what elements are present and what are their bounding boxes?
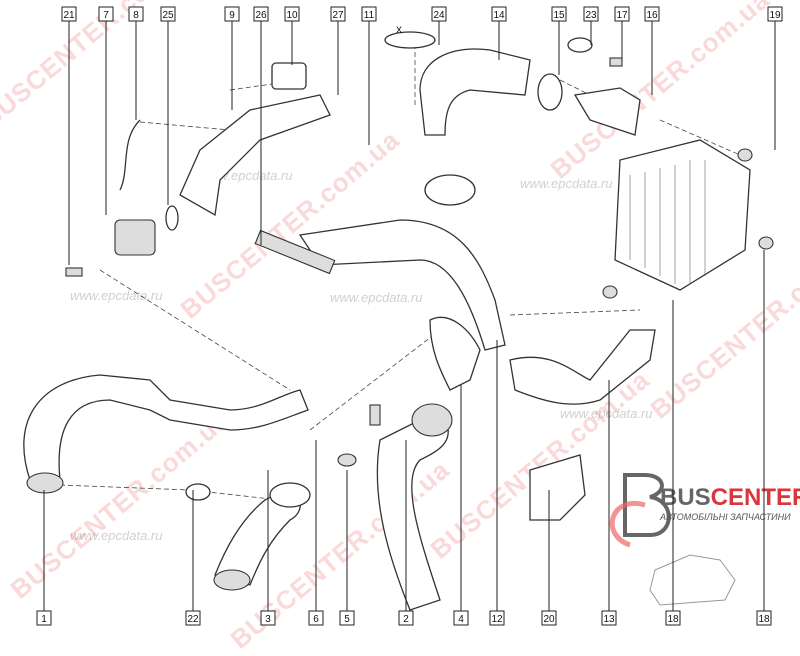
callout-number: 25 (162, 10, 174, 21)
clamp-11 (424, 174, 476, 206)
callout-number: 13 (603, 614, 615, 625)
callout-13: 13 (601, 610, 617, 626)
callout-number: 19 (769, 10, 781, 21)
callout-number: 1 (41, 614, 47, 625)
grommet-18b (602, 285, 618, 299)
grommet-18 (758, 236, 774, 250)
callout-18: 18 (756, 610, 772, 626)
callout-number: 27 (332, 10, 344, 21)
buscenter-logo: BUSCENTER АВТОМОБІЛЬНІ ЗАПЧАСТИНИ (609, 473, 800, 606)
callout-number: 11 (364, 10, 375, 21)
callout-22: 22 (185, 610, 201, 626)
grommet-5 (337, 453, 357, 467)
intake-14 (419, 48, 531, 136)
intercooler (614, 139, 751, 291)
callout-number: 26 (255, 10, 267, 21)
hose-13 (509, 329, 656, 405)
callout-6: 6 (308, 610, 324, 626)
callout-number: 5 (344, 614, 350, 625)
callout-9: 9 (224, 6, 240, 22)
hose-1 (23, 374, 309, 481)
callout-number: 9 (229, 10, 235, 21)
callout-number: 8 (133, 10, 139, 21)
callout-number: 20 (543, 614, 555, 625)
logo-tagline: АВТОМОБІЛЬНІ ЗАПЧАСТИНИ (659, 512, 791, 522)
callout-26: 26 (253, 6, 269, 22)
sensor-16 (573, 87, 641, 136)
valve-7 (114, 219, 156, 256)
callout-number: 18 (758, 614, 770, 625)
callout-number: 22 (187, 614, 199, 625)
parts (23, 31, 774, 611)
callout-7: 7 (98, 6, 114, 22)
duct-12 (298, 219, 506, 351)
ring-25 (165, 205, 179, 231)
clamp-24 (384, 31, 436, 49)
callout-number: 10 (286, 10, 298, 21)
ring-15 (537, 73, 563, 111)
watermark-epc: www.epcdata.ru (330, 290, 423, 305)
callout-number: 7 (103, 10, 109, 21)
callout-3: 3 (260, 610, 276, 626)
callout-number: 2 (403, 614, 409, 625)
watermark-epc: www.epcdata.ru (520, 176, 613, 191)
callout-17: 17 (614, 6, 630, 22)
callout-10: 10 (284, 6, 300, 22)
logo-center: CENTER (711, 484, 800, 511)
callout-11: 11 (361, 6, 377, 22)
bracket-20 (529, 454, 586, 521)
callout-number: 12 (491, 614, 503, 625)
callout-21: 21 (61, 6, 77, 22)
callout-24: 24 (431, 6, 447, 22)
callout-number: 23 (585, 10, 597, 21)
callout-16: 16 (644, 6, 660, 22)
callout-number: 6 (313, 614, 319, 625)
callout-1: 1 (36, 610, 52, 626)
callout-2: 2 (398, 610, 414, 626)
callout-19: 19 (767, 6, 783, 22)
wire-8 (119, 119, 141, 191)
callout-number: 14 (493, 10, 505, 21)
hose-1-end (26, 472, 64, 494)
callout-23: 23 (583, 6, 599, 22)
logo-bus: BUS (660, 484, 711, 511)
watermark-epc: www.epcdata.ru (560, 406, 653, 421)
callout-number: 16 (646, 10, 658, 21)
callout-number: 18 (667, 614, 679, 625)
callout-8: 8 (128, 6, 144, 22)
svg-text:BUSCENTER: BUSCENTER (660, 484, 800, 511)
callout-number: 15 (553, 10, 565, 21)
callout-number: 17 (616, 10, 628, 21)
callout-5: 5 (339, 610, 355, 626)
gasket-10 (271, 62, 307, 90)
hose-2 (376, 409, 449, 611)
grommet-19 (737, 148, 753, 162)
bolt-17 (609, 57, 623, 67)
callout-number: 24 (433, 10, 445, 21)
mesh-26 (254, 229, 336, 275)
callout-12: 12 (489, 610, 505, 626)
bolt-21 (65, 267, 83, 277)
callout-15: 15 (551, 6, 567, 22)
watermark-epc: www.epcdata.ru (70, 528, 163, 543)
watermark-epc: www.epcdata.ru (70, 288, 163, 303)
callout-18: 18 (665, 610, 681, 626)
callout-27: 27 (330, 6, 346, 22)
callout-number: 3 (265, 614, 271, 625)
clamp-22 (185, 483, 211, 501)
pipe-9 (179, 94, 331, 217)
callout-20: 20 (541, 610, 557, 626)
callout-25: 25 (160, 6, 176, 22)
bolt-6 (369, 404, 381, 426)
hose-4 (429, 316, 481, 391)
callout-4: 4 (453, 610, 469, 626)
callout-14: 14 (491, 6, 507, 22)
dimension-label: X (396, 25, 402, 35)
clamp-23 (567, 37, 593, 53)
callout-number: 21 (63, 10, 75, 21)
callout-number: 4 (458, 614, 464, 625)
